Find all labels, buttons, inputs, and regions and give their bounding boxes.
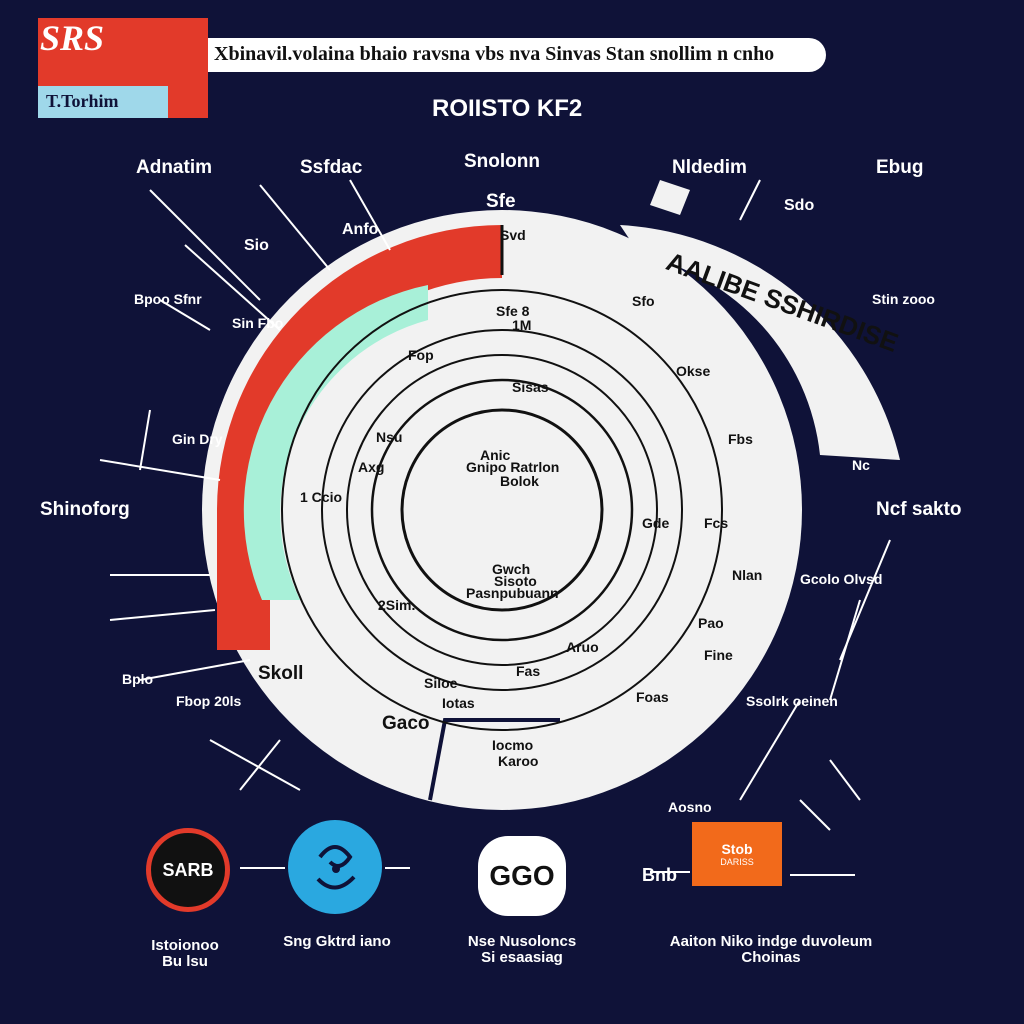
logo-text: SRS — [40, 18, 105, 58]
outer-label: Sin Fbo — [232, 315, 284, 331]
ring-label: Sfe 8 — [496, 303, 530, 319]
outer-label: Aosno — [668, 799, 712, 815]
ring-label: Nsu — [376, 429, 403, 445]
outer-label: Stin zooo — [872, 291, 935, 307]
caption-1: Istoionoo Bu lsu — [151, 937, 219, 970]
ring-label: Gde — [642, 515, 670, 531]
pointer-lines — [99, 179, 891, 831]
outer-label: Sio — [244, 237, 269, 254]
ring-label: Iocmo — [492, 737, 534, 753]
node-badge-1: SARB — [146, 828, 230, 912]
banner-text: Xbinavil.volaina bhaio ravsna vbs nva Si… — [214, 44, 775, 65]
ring-label: Gaco — [382, 713, 430, 734]
ring-label: Fop — [408, 347, 434, 363]
outer-label: Snolonn — [464, 151, 540, 172]
ring-1 — [281, 289, 723, 731]
logo-strip-text: T.Torhim — [46, 91, 119, 111]
center-label-title: Gnipo Ratrlon — [466, 459, 560, 475]
ring-label: Okse — [676, 363, 711, 379]
ring-4 — [370, 378, 634, 642]
center-label-sub: Bolok — [500, 473, 539, 489]
side-arc-tab — [650, 180, 690, 215]
outer-label: Ssfdac — [300, 157, 363, 178]
ring-label: Karoo — [498, 753, 539, 769]
ring-5 — [400, 408, 604, 612]
outer-label: Sfo — [632, 293, 655, 309]
outer-label: Bpoo Sfnr — [134, 291, 202, 307]
outer-label: Gcolo Olvsd — [800, 571, 883, 587]
arrow-label-1: Bnb — [642, 865, 677, 885]
center-label-lower-1: Gwch — [492, 561, 531, 577]
ring-label: Siloe — [424, 675, 458, 691]
ring-label: 1 Ccio — [300, 489, 343, 505]
outer-label: Shinoforg — [40, 499, 130, 520]
center-label-top: Anic — [480, 447, 511, 463]
node-3-text: GGO — [489, 860, 555, 891]
outer-label: Gin Dry — [172, 431, 223, 447]
ring-label: 1M — [512, 317, 532, 333]
node-badge-4: Stob DARISS — [692, 822, 782, 886]
ring-label: Foas — [636, 689, 669, 705]
ring-label: Nlan — [732, 567, 763, 583]
ring-label: Fas — [516, 663, 541, 679]
outer-label: Ncf sakto — [876, 499, 962, 520]
outer-label: Ssolrk oeinen — [746, 693, 838, 709]
ring-3 — [346, 354, 658, 666]
caption-3: Nse Nusoloncs Si esaasiag — [467, 933, 577, 966]
ring-label: Fbs — [728, 431, 753, 447]
diagram-subtitle: ROIISTO KF2 — [432, 95, 583, 122]
node-1-text: SARB — [162, 859, 214, 880]
outer-label: Nc — [852, 457, 870, 473]
ring-label: Svd — [500, 227, 526, 243]
outer-label: Anfo — [342, 221, 379, 238]
ring-label: 2Sim. — [378, 597, 416, 613]
logo-strip — [38, 86, 168, 118]
swirl-icon — [316, 845, 356, 890]
ring-label: Fcs — [704, 515, 729, 531]
outer-label: Sfe — [486, 191, 516, 212]
center-label-lower-2: Sisoto — [494, 573, 537, 589]
ring-label: Axg — [358, 459, 385, 475]
outer-label: Sdo — [784, 197, 815, 214]
outer-label: Adnatim — [136, 157, 212, 178]
ring-label: Aruo — [566, 639, 599, 655]
red-arc-segment — [217, 225, 502, 650]
outer-label: Nldedim — [672, 157, 747, 178]
outer-disc — [202, 210, 802, 810]
banner-bar — [208, 38, 826, 72]
ring-2 — [321, 329, 683, 691]
caption-2: Sng Gktrd iano — [283, 933, 391, 950]
ring-label: Sisas — [512, 379, 549, 395]
ring-label: Iotas — [442, 695, 475, 711]
ring-label: Pao — [698, 615, 724, 631]
ring-label: Skoll — [258, 663, 304, 684]
node-badge-3: GGO — [478, 836, 566, 916]
center-label-lower-3: Pasnpubuann — [466, 585, 559, 601]
side-arc-block — [620, 225, 900, 460]
ring-label: Fine — [704, 647, 733, 663]
outer-label: Ebug — [876, 157, 924, 178]
bottom-arrows — [240, 867, 855, 876]
node-4-text: Stob — [721, 841, 753, 857]
mint-arc-segment — [243, 285, 428, 600]
bottom-cut-line — [428, 718, 560, 801]
node-badge-2 — [288, 820, 382, 914]
node-4-sub: DARISS — [720, 857, 754, 867]
outer-label: Bplo — [122, 671, 154, 687]
outer-label: Fbop 20ls — [176, 693, 242, 709]
caption-4: Aaiton Niko indge duvoleum Choinas — [669, 933, 873, 966]
